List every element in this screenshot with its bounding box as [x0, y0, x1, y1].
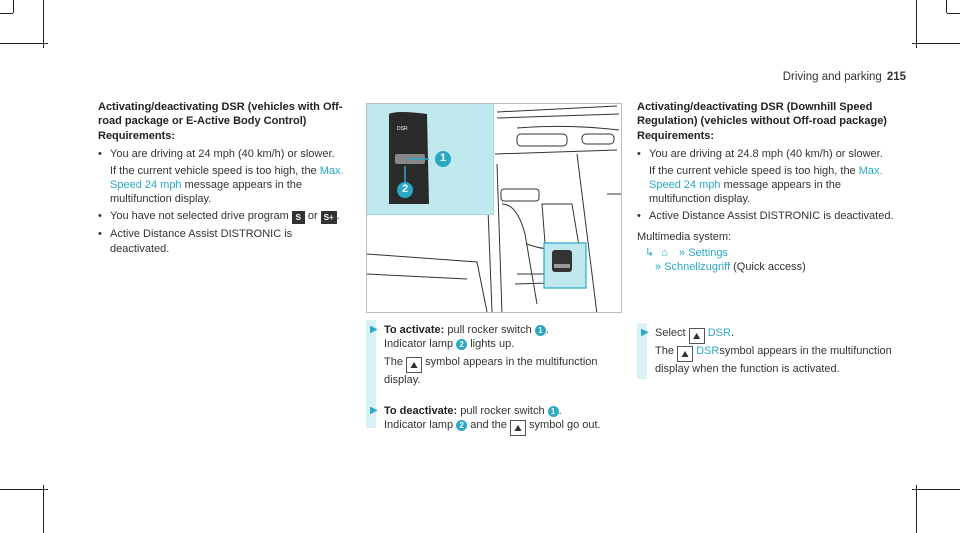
- step-text: Indicator lamp: [384, 338, 454, 351]
- multimedia-label: Multimedia system:: [637, 230, 732, 243]
- display-message: Max. Speed 24 mph: [649, 164, 883, 192]
- page-number: 215: [886, 71, 906, 83]
- crop-mark: [912, 489, 960, 490]
- step-label: To activate:: [384, 324, 445, 336]
- step-label: To deactivate:: [384, 404, 458, 417]
- path-arrow-icon: ↳: [645, 246, 655, 259]
- crop-mark: [13, 0, 14, 13]
- path-quick-note: (Quick access): [733, 261, 806, 274]
- dsr-symbol-icon: ⛰: [688, 328, 705, 344]
- step-arrow-icon: ▶: [370, 404, 378, 416]
- requirement-text: or: [307, 210, 318, 223]
- callout-ref: 1: [547, 405, 559, 417]
- figure-center-console: DSR 1 2: [366, 103, 622, 313]
- step-note: The ⛰ DSRsymbol appears in the multifunc…: [655, 344, 895, 376]
- deactivate-step: ▶ To deactivate: pull rocker switch 1. I…: [370, 404, 624, 436]
- crop-mark: [912, 43, 960, 44]
- middle-instructions: ▶ To activate: pull rocker switch 1. Ind…: [370, 323, 624, 436]
- requirement-item: You have not selected drive program S or…: [98, 209, 348, 225]
- step-text: symbol go out.: [529, 418, 601, 431]
- step-text: Indicator lamp: [384, 418, 454, 431]
- callout-ref: 2: [456, 339, 468, 351]
- step-arrow-icon: ▶: [641, 327, 649, 338]
- crop-mark: [916, 485, 917, 533]
- step-text: symbol appears in the multifunction disp…: [655, 345, 892, 375]
- requirement-text: Active Distance Assist DISTRONIC is deac…: [649, 210, 894, 223]
- crop-mark: [0, 489, 48, 490]
- inset-illustration: [389, 112, 451, 204]
- note-text: If the current vehicle speed is too high…: [110, 164, 317, 177]
- requirement-text: You are driving at 24.8 mph (40 km/h) or…: [649, 147, 883, 160]
- callout-ref: 1: [534, 325, 546, 336]
- section-heading: Activating/deactivating DSR (Downhill Sp…: [637, 101, 887, 128]
- right-instructions: ▶ Select ⛰ DSR. The ⛰ DSRsymbol appears …: [641, 326, 895, 376]
- requirement-item: You are driving at 24.8 mph (40 km/h) or…: [637, 147, 899, 207]
- menu-path: » Schnellzugriff (Quick access): [637, 260, 899, 274]
- path-quick-access: Schnellzugriff: [664, 261, 731, 274]
- crop-mark: [0, 43, 48, 44]
- requirements-label: Requirements:: [98, 130, 176, 143]
- crop-mark: [947, 13, 960, 14]
- requirement-text: You are driving at 24 mph (40 km/h) or s…: [110, 147, 335, 160]
- callout-ref: 2: [456, 419, 468, 431]
- inset-detail: DSR 1 2: [367, 104, 494, 215]
- step-note: The ⛰ symbol appears in the multifunctio…: [384, 355, 624, 387]
- crop-mark: [946, 0, 947, 13]
- page-header: Driving and parking 215: [783, 71, 906, 83]
- dsr-symbol-icon: ⛰: [406, 357, 423, 374]
- step-text: Select: [655, 327, 686, 339]
- menu-item-dsr: DSR: [707, 327, 731, 339]
- note-text: message appears in the multifunction dis…: [649, 179, 842, 206]
- drive-program-s-plus-icon: S+: [320, 211, 337, 225]
- requirement-note: If the current vehicle speed is too high…: [649, 164, 899, 207]
- crop-mark: [916, 0, 917, 48]
- left-column: Activating/deactivating DSR (vehicles wi…: [98, 100, 348, 256]
- console-illustration: [367, 105, 621, 312]
- crop-mark: [43, 485, 44, 533]
- crop-mark: [43, 0, 44, 48]
- instruction-band: [366, 320, 376, 428]
- dsr-symbol-icon: ⛰: [677, 346, 694, 362]
- dsr-symbol-icon: ⛰: [509, 419, 526, 436]
- requirement-text: You have not selected drive program: [110, 210, 289, 223]
- requirement-item: Active Distance Assist DISTRONIC is deac…: [637, 209, 899, 223]
- step-text: symbol appears in the multifunction disp…: [384, 356, 598, 387]
- requirement-text: .: [336, 210, 340, 223]
- step-text: and the: [470, 418, 507, 431]
- step-text: pull rocker switch: [460, 404, 545, 417]
- step-text: lights up.: [470, 338, 515, 351]
- step-text: pull rocker switch: [447, 324, 532, 336]
- home-icon: ⌂: [661, 246, 668, 259]
- section-heading: Activating/deactivating DSR (vehicles wi…: [98, 101, 343, 128]
- step-text: .: [730, 327, 734, 339]
- menu-path: ↳ ⌂ » Settings: [637, 246, 899, 260]
- display-message: Max. Speed 24 mph: [110, 164, 344, 192]
- select-step: ▶ Select ⛰ DSR. The ⛰ DSRsymbol appears …: [641, 326, 895, 376]
- callout-2: 2: [401, 183, 409, 195]
- crop-mark: [0, 13, 13, 14]
- chevron-right-icon: »: [655, 261, 662, 274]
- chevron-right-icon: »: [679, 246, 686, 259]
- instruction-band: [637, 323, 647, 379]
- path-settings: Settings: [688, 246, 728, 259]
- note-text: If the current vehicle speed is too high…: [649, 164, 856, 177]
- drive-program-s-icon: S: [291, 211, 305, 225]
- requirement-note: If the current vehicle speed is too high…: [110, 164, 348, 207]
- right-column: Activating/deactivating DSR (Downhill Sp…: [637, 100, 899, 274]
- requirements-label: Requirements:: [637, 130, 715, 143]
- section-title: Driving and parking: [782, 71, 882, 83]
- step-arrow-icon: ▶: [370, 324, 378, 335]
- requirement-text: Active Distance Assist DISTRONIC is deac…: [110, 228, 293, 255]
- callout-1: 1: [439, 152, 447, 164]
- requirement-item: Active Distance Assist DISTRONIC is deac…: [98, 227, 348, 255]
- switch-label: DSR: [397, 126, 408, 132]
- note-text: message appears in the multifunction dis…: [110, 179, 303, 206]
- step-text: The: [655, 345, 674, 357]
- requirement-item: You are driving at 24 mph (40 km/h) or s…: [98, 147, 348, 207]
- activate-step: ▶ To activate: pull rocker switch 1. Ind…: [370, 323, 624, 388]
- menu-item-dsr: DSR: [696, 345, 720, 357]
- step-text: The: [384, 356, 403, 369]
